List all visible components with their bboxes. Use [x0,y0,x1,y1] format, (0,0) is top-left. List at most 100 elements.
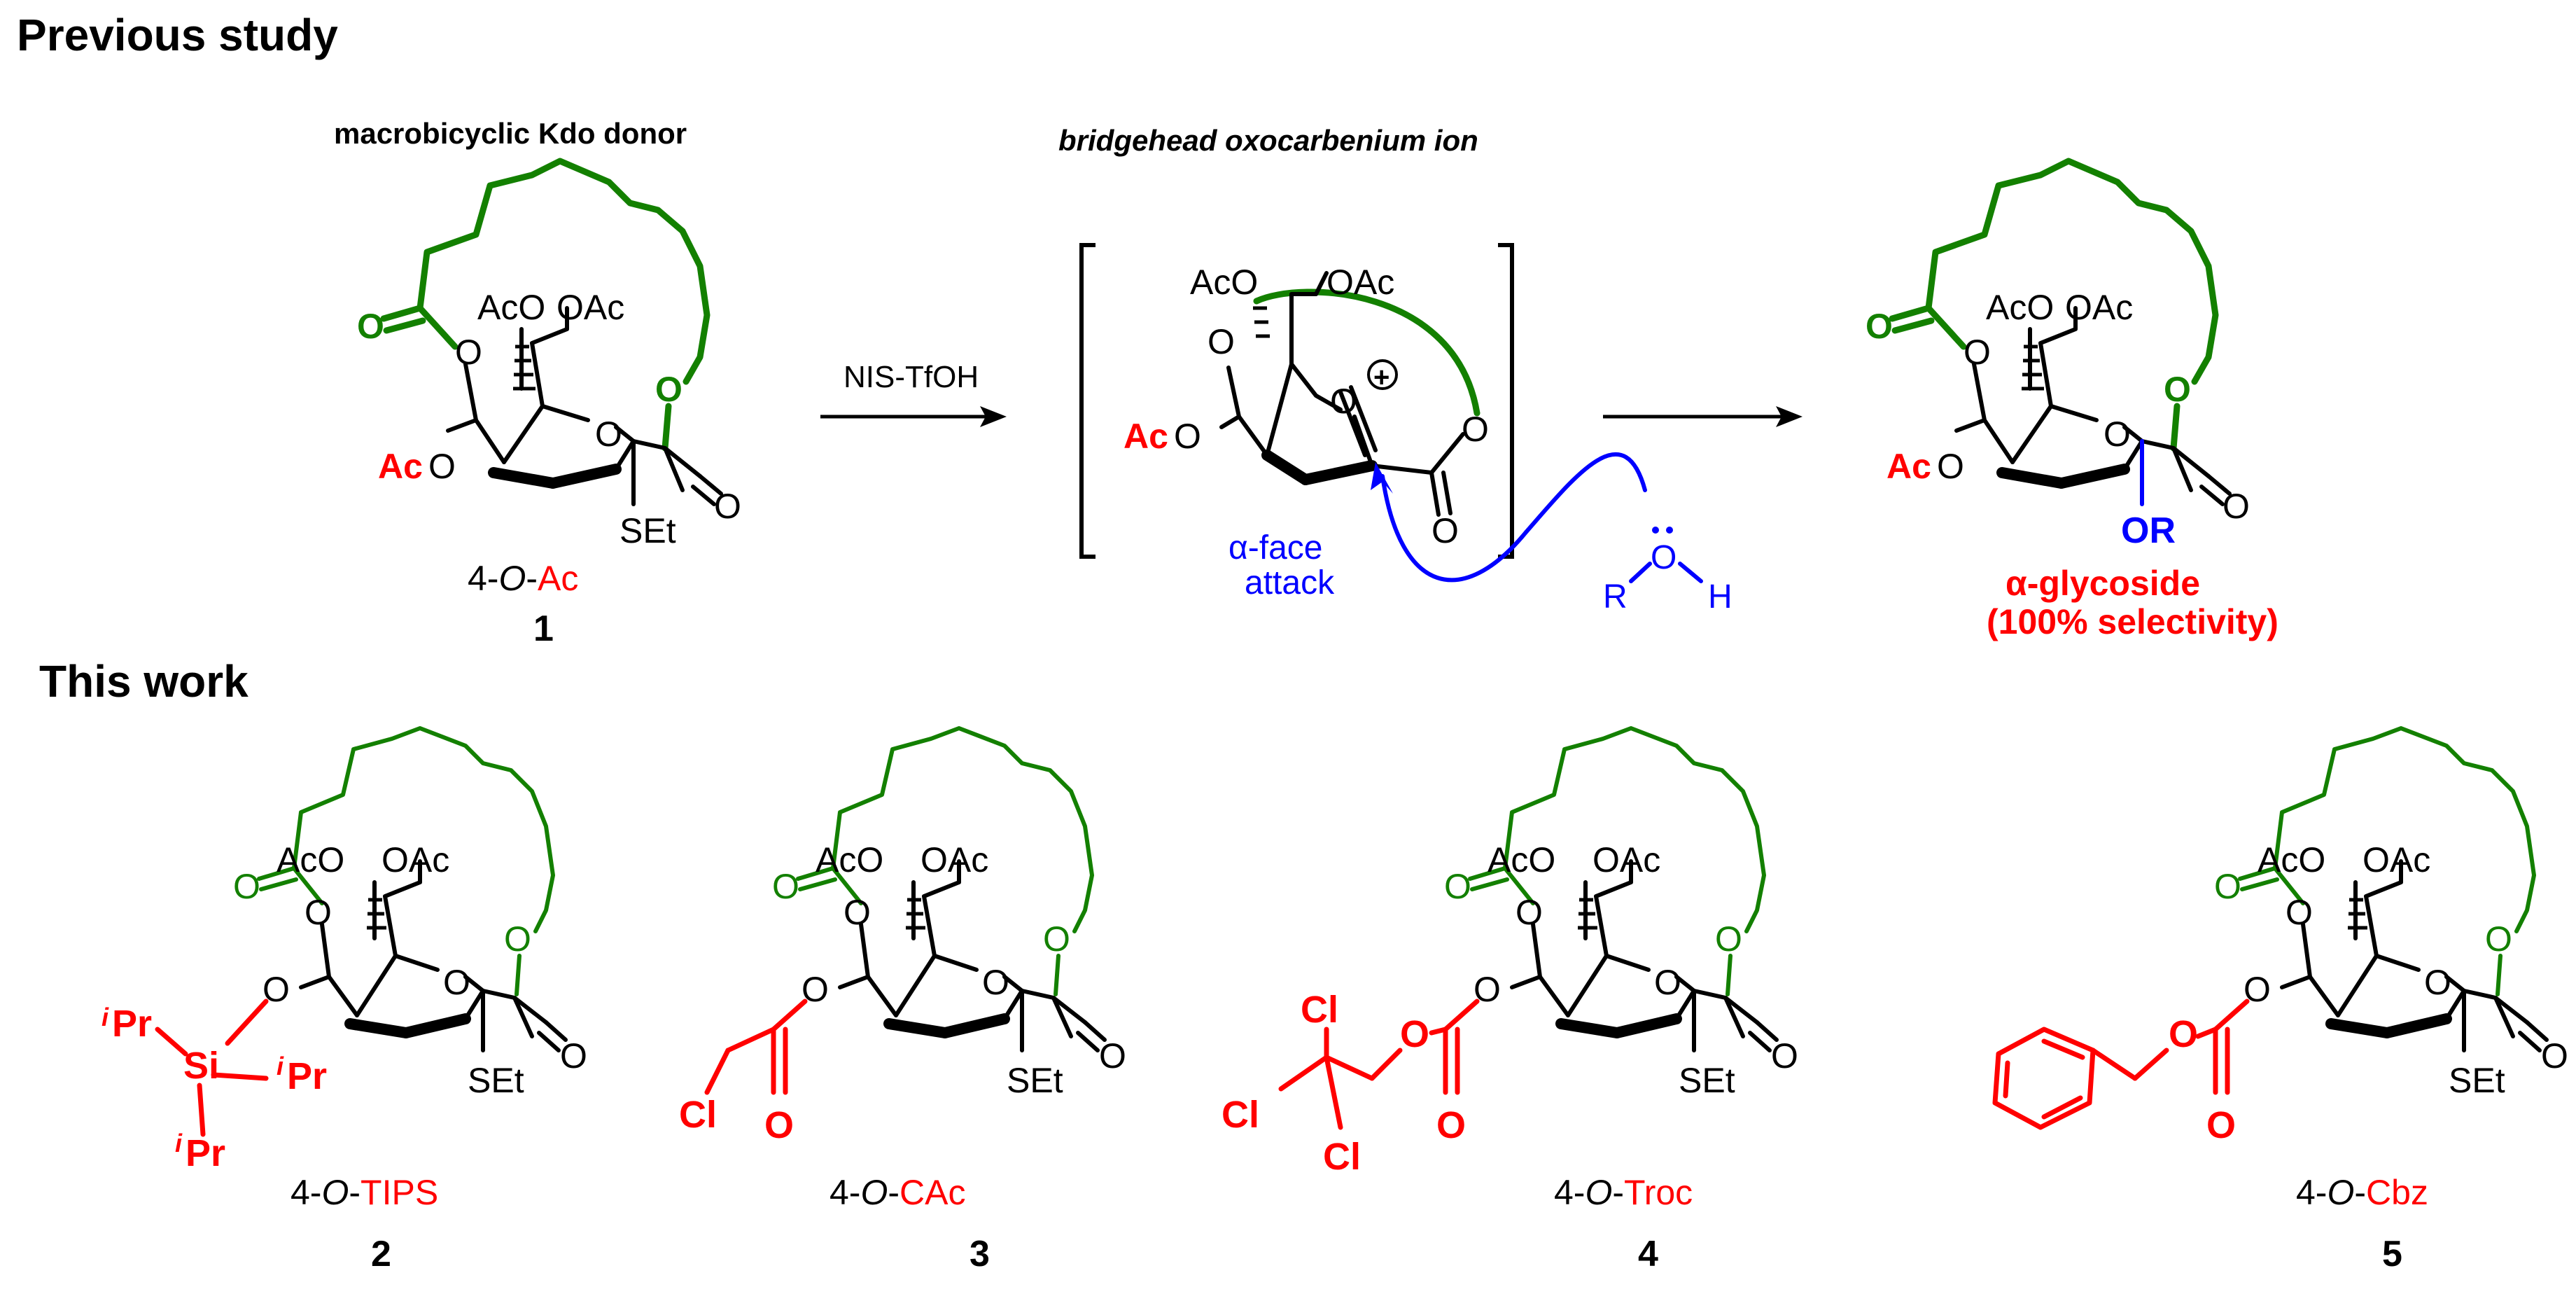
c4-set: SEt [1679,1061,1735,1100]
reaction-arrow-1: NIS-TfOH [820,360,1007,427]
c1-label: 4-O-Ac [468,559,578,598]
c4-o3: O [1516,893,1543,932]
c5-o-red2: O [2206,1104,2236,1146]
c2-o3: O [304,893,332,932]
c2-ester-o: O [504,919,531,959]
nucleophile-h: H [1708,578,1732,615]
c4-ester-o: O [1715,919,1742,959]
p-carbonyl-o: O [1865,307,1893,346]
c1-ac-o: O [428,447,456,486]
c4-label: 4-O-Troc [1554,1173,1693,1212]
product-line2: (100% selectivity) [1987,602,2278,641]
c5-ester-o: O [2485,919,2512,959]
intermediate-caption: bridgehead oxocarbenium ion [1058,124,1478,157]
int-aco: AcO [1190,263,1258,302]
nucleophile-r: R [1603,578,1628,615]
p-ring-o: O [2104,415,2131,454]
plus-sign: + [1373,362,1390,393]
c2-carbonyl-o2: O [560,1036,587,1076]
c2-carbonyl-o: O [233,867,260,906]
c4-cl2: Cl [1222,1094,1259,1136]
c1-aco: AcO [477,288,545,327]
c3-o3: O [844,893,871,932]
c1-ac: Ac [378,447,423,486]
donor-caption: macrobicyclic Kdo donor [334,117,687,150]
c3-cl: Cl [679,1094,717,1136]
c1-number: 1 [533,608,554,649]
c5-label: 4-O-Cbz [2296,1173,2428,1212]
c2-set: SEt [468,1061,524,1100]
p-ac: Ac [1886,447,1931,486]
c4-aco: AcO [1488,840,1555,879]
c2-ipr1-i: i [102,1003,109,1031]
c3-set: SEt [1007,1061,1063,1100]
intermediate-structure: bridgehead oxocarbenium ion AcO OAc O O … [1058,124,1732,615]
product-line1: α-glycoside [2005,564,2200,603]
attack-line1: α-face [1228,529,1322,566]
c5-oac: OAc [2362,840,2430,879]
c5-carbonyl-o2: O [2541,1036,2568,1076]
c4-oac: OAc [1592,840,1660,879]
c5-carbonyl-o: O [2214,867,2241,906]
product-or: OR [2121,510,2176,551]
p-carbonyl-o2: O [2222,487,2250,526]
c2-ipr1: Pr [112,1003,152,1045]
p-ring-o3: O [1963,333,1991,372]
c5-aco: AcO [2258,840,2325,879]
c4-carbonyl-o: O [1444,867,1471,906]
c2-si: Si [183,1045,219,1087]
c5-number: 5 [2382,1234,2402,1274]
c3-oac: OAc [920,840,988,879]
c1-oac: OAc [556,288,624,327]
c2-ipr2: Pr [287,1055,327,1097]
attack-line2: attack [1245,564,1335,601]
c4-number: 4 [1638,1234,1658,1274]
c3-ester-o: O [1043,919,1070,959]
c4-cl3: Cl [1323,1136,1361,1178]
c3-o-red: O [764,1104,794,1146]
c1-ester-o: O [655,370,682,409]
c4-carbonyl-o2: O [1771,1036,1798,1076]
int-oac: OAc [1326,263,1394,302]
c3-number: 3 [969,1234,990,1274]
compound-2-structure: O O AcO OAc O O SEt O O Si i Pr i Pr [102,726,587,1274]
int-ac-o: O [1174,417,1201,456]
int-oplus: O [1330,382,1357,421]
product-structure: O O AcO OAc O O OR Ac O O α-glycoside (1… [1865,158,2278,641]
c1-ring-o: O [595,415,622,454]
c5-o3: O [2286,893,2313,932]
c4-o-red1: O [1400,1013,1429,1055]
c1-carbonyl-o: O [357,307,384,346]
compound-4-structure: O O AcO OAc O O SEt O O O [1222,726,1798,1274]
c4-o-red2: O [1436,1104,1466,1146]
c3-aco: AcO [816,840,883,879]
c2-number: 2 [371,1234,391,1274]
c3-carbonyl-o2: O [1099,1036,1126,1076]
c2-ipr3: Pr [186,1132,225,1174]
c1-set: SEt [620,511,676,550]
reagent-label: NIS-TfOH [844,360,979,394]
c3-label: 4-O-CAc [830,1173,966,1212]
c3-ring-o: O [982,963,1009,1002]
c2-oac: OAc [382,840,449,879]
p-aco: AcO [1986,288,2054,327]
c1-carbonyl-o2: O [714,487,741,526]
reaction-arrow-2 [1603,406,1802,427]
compound-5-structure: O O AcO OAc O O SEt O O [1992,726,2568,1274]
int-o-ester: O [1462,410,1489,449]
c1-ring-o3: O [455,333,482,372]
c5-o-red1: O [2169,1013,2198,1055]
c2-ipr3-i: i [175,1129,183,1157]
nucleophile-o: O [1651,539,1676,576]
c2-aco: AcO [276,840,344,879]
p-ac-o: O [1937,447,1964,486]
c2-ipr2-i: i [276,1052,284,1080]
c5-set: SEt [2449,1061,2505,1100]
int-ac: Ac [1124,417,1168,456]
heading-previous-study: Previous study [17,10,338,60]
c2-label: 4-O-TIPS [290,1173,438,1212]
int-o-carbonyl: O [1432,511,1459,550]
heading-this-work: This work [39,656,248,707]
int-o: O [1208,322,1235,361]
